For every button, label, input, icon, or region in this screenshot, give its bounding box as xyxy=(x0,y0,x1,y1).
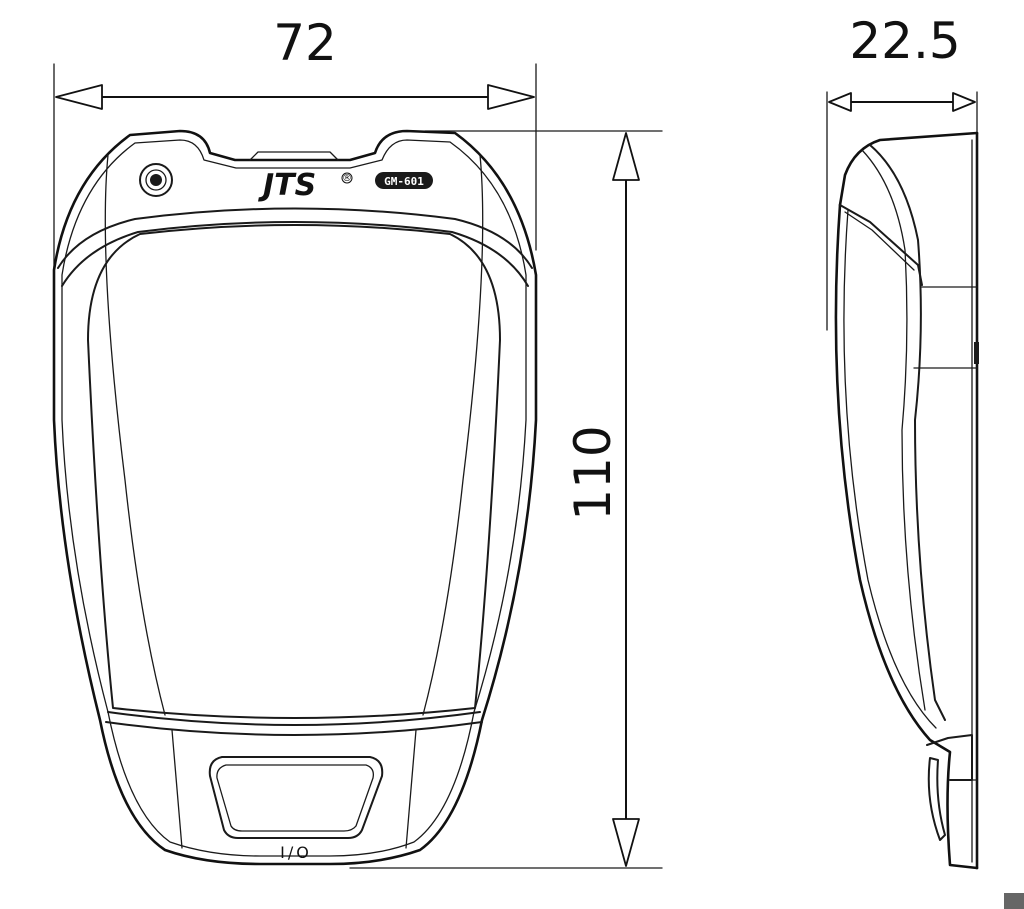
side-front-profile-inner xyxy=(843,209,937,729)
mic-socket-icon xyxy=(139,163,173,197)
registered-mark-ring xyxy=(341,172,353,184)
side-top-edge xyxy=(838,131,979,207)
model-badge xyxy=(375,172,433,189)
front-lower-band-upper xyxy=(107,711,481,726)
front-head-band-upper xyxy=(57,207,533,269)
side-view xyxy=(834,131,979,870)
front-lower-band-lower xyxy=(105,721,483,736)
side-body-curve xyxy=(869,144,946,721)
depth-dimension: 22.5 xyxy=(826,12,978,331)
switch-label: I/O xyxy=(280,843,312,862)
height-arrow-bottom xyxy=(612,818,640,867)
front-bottom-divider-right xyxy=(405,729,417,849)
brand-logo: JTS xyxy=(258,168,316,203)
front-top-ridge xyxy=(249,151,339,161)
depth-value: 22.5 xyxy=(849,12,960,70)
side-switch-profile xyxy=(927,757,946,841)
front-head-band-lower xyxy=(61,221,529,287)
side-body-curve-inner xyxy=(861,149,926,711)
front-inner-shell xyxy=(61,139,527,857)
height-value: 110 xyxy=(564,425,622,520)
width-arrow-left xyxy=(55,84,103,110)
height-dimension: 110 xyxy=(349,130,663,869)
width-arrow-right xyxy=(487,84,535,110)
side-front-profile xyxy=(834,203,979,870)
depth-arrow-left xyxy=(828,92,852,112)
model-label: GM-601 xyxy=(384,175,424,188)
front-facet-left xyxy=(104,154,166,716)
depth-arrow-right xyxy=(952,92,976,112)
corner-mark xyxy=(1004,893,1024,909)
front-outer-shell xyxy=(52,129,538,866)
front-bottom-divider-left xyxy=(171,729,183,849)
height-arrow-top xyxy=(612,132,640,181)
front-facet-right xyxy=(422,154,484,716)
front-view: JTS ® GM-601 I/O xyxy=(52,129,538,866)
width-dimension: 72 xyxy=(53,14,537,271)
front-main-panel xyxy=(87,224,501,719)
side-connector xyxy=(974,342,979,364)
side-head-bevel-inner xyxy=(844,211,915,271)
width-value: 72 xyxy=(273,14,337,72)
power-switch-icon[interactable] xyxy=(208,756,384,839)
registered-mark: ® xyxy=(342,173,352,184)
